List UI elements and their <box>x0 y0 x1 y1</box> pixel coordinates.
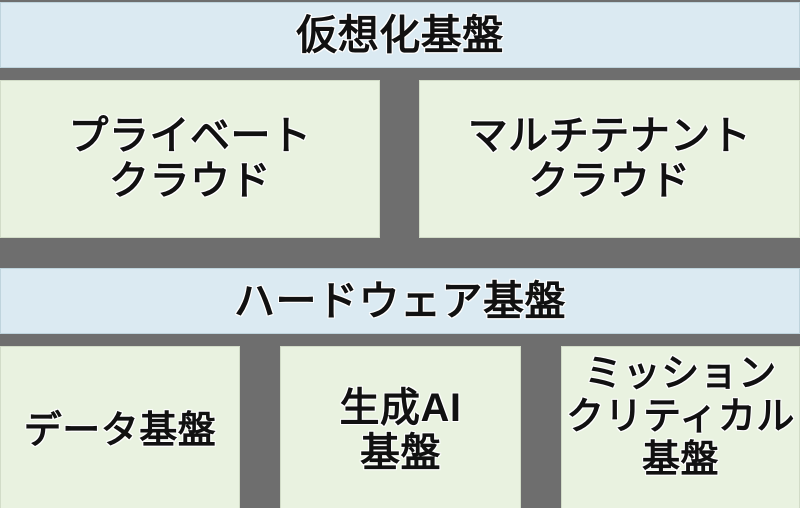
private-cloud-card: プライベート クラウド <box>0 80 380 238</box>
generative-ai-platform-card: 生成AI 基盤 <box>280 346 521 508</box>
data-platform-label: データ基盤 <box>23 409 217 452</box>
hardware-platform-label: ハードウェア基盤 <box>234 277 566 324</box>
mission-critical-platform-card: ミッション クリティカル 基盤 <box>561 346 800 508</box>
virtualization-platform-label: 仮想化基盤 <box>296 11 504 58</box>
private-cloud-label: プライベート クラウド <box>68 113 312 203</box>
generative-ai-platform-label: 生成AI 基盤 <box>339 385 462 475</box>
multitenant-cloud-label: マルチテナント クラウド <box>467 113 752 203</box>
virtualization-platform-banner: 仮想化基盤 <box>0 2 800 68</box>
data-platform-card: データ基盤 <box>0 346 240 508</box>
hardware-platform-banner: ハードウェア基盤 <box>0 268 800 334</box>
multitenant-cloud-card: マルチテナント クラウド <box>419 80 800 238</box>
mission-critical-platform-label: ミッション クリティカル 基盤 <box>566 353 795 481</box>
